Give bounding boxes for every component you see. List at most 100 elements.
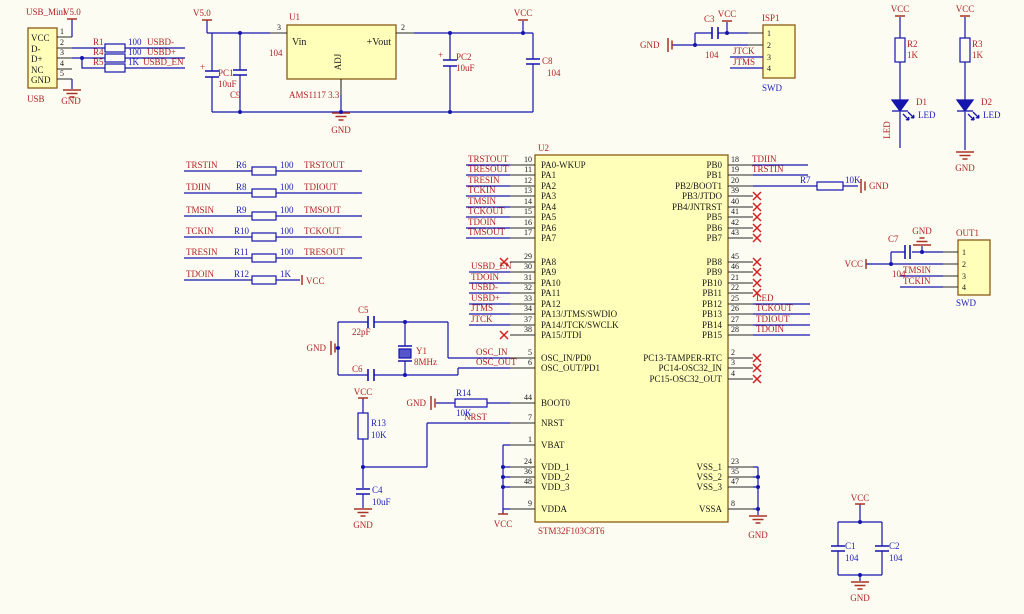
- net-label-usbd-minus: USBD-: [147, 37, 174, 47]
- pin-number: 11: [524, 165, 532, 174]
- resistor-r4-body[interactable]: [104, 53, 126, 63]
- u2-left-pin-stubs: [510, 164, 535, 510]
- cap-c5-plates[interactable]: [367, 316, 375, 328]
- cap-c7-plates[interactable]: [904, 245, 911, 259]
- pin-name: PB10: [702, 278, 723, 288]
- isp1-connector-body[interactable]: [762, 24, 796, 79]
- usb-connector-body[interactable]: [27, 27, 58, 89]
- net-label: USBD+: [471, 293, 500, 303]
- refdes-c8: C8: [542, 56, 553, 66]
- pin-number: 13: [524, 186, 532, 195]
- isp1-pin-number: 2: [767, 41, 771, 50]
- resistor-r9-body[interactable]: [251, 211, 277, 221]
- refdes-c2: C2: [889, 541, 900, 551]
- isp1-refdes: ISP1: [762, 13, 780, 23]
- usb-part-name: USB_Mini: [26, 7, 66, 17]
- pc2-plus: +: [438, 50, 443, 60]
- pin-number: 2: [731, 348, 735, 357]
- pin-number: 41: [731, 207, 739, 216]
- cap-pc1-plates[interactable]: [205, 70, 219, 78]
- value-r14: 10K: [456, 408, 472, 418]
- isp1-pin-number: 1: [767, 29, 771, 38]
- refdes-c9: C9: [230, 90, 241, 100]
- resistor-r14-body[interactable]: [454, 398, 488, 408]
- refdes-pc2: PC2: [456, 52, 472, 62]
- net-label-jtck: JTCK: [733, 46, 755, 56]
- value-r1: 100: [128, 37, 142, 47]
- net-label-jtms: JTMS: [733, 57, 755, 67]
- pin-number: 21: [731, 273, 739, 282]
- resistor-r6-body[interactable]: [251, 166, 277, 176]
- net-label: JTMS: [471, 303, 493, 313]
- cap-c8-plates[interactable]: [526, 58, 540, 65]
- pin-name: PB11: [702, 288, 722, 298]
- cap-c1-plates[interactable]: [831, 545, 845, 552]
- cap-c9-plates[interactable]: [233, 69, 247, 76]
- resistor-r11-body[interactable]: [251, 253, 277, 263]
- pin-name: PA5: [541, 212, 557, 222]
- net-label: TMSIN: [186, 205, 215, 215]
- resistor-r3-body[interactable]: [959, 37, 971, 63]
- power-label-vcc: VCC: [514, 8, 533, 18]
- pc1-plus: +: [200, 62, 205, 72]
- cap-c3-plates[interactable]: [711, 27, 719, 39]
- pin-name: VDD_3: [541, 482, 570, 492]
- pin-number: 26: [731, 304, 739, 313]
- pin-name: PA10: [541, 278, 561, 288]
- out1-connector-body[interactable]: [957, 239, 991, 296]
- net-label: TRSTIN: [186, 160, 218, 170]
- reset-section: [353, 397, 373, 517]
- out1-refdes: OUT1: [956, 228, 979, 238]
- pin-name: PA0-WKUP: [541, 160, 586, 170]
- out1-wires: [866, 246, 943, 288]
- refdes-r10: R10: [234, 226, 250, 236]
- net-label: TCKOUT: [468, 206, 505, 216]
- pin-name: OSC_IN/PD0: [541, 353, 592, 363]
- pin-number: 10: [524, 155, 532, 164]
- pin-number: 7: [528, 413, 532, 422]
- value: 100: [280, 247, 294, 257]
- cap-pc2-plates[interactable]: [443, 59, 457, 67]
- pin-name: PA7: [541, 233, 557, 243]
- resistor-r7-body[interactable]: [816, 181, 844, 191]
- net-label: TDOIN: [468, 217, 496, 227]
- net-label: TRESOUT: [468, 164, 509, 174]
- refdes-r14: R14: [456, 388, 472, 398]
- resistor-r8-body[interactable]: [251, 188, 277, 198]
- isp1-pin-stubs: [748, 32, 763, 69]
- refdes-c1: C1: [845, 541, 856, 551]
- net-label-usbd-plus: USBD+: [147, 47, 176, 57]
- cap-c6-plates[interactable]: [367, 369, 375, 381]
- resistor-r1-body[interactable]: [104, 43, 126, 53]
- net-label: TCKOUT: [756, 303, 793, 313]
- pin-name: VSS_3: [696, 482, 722, 492]
- resistor-r13-body[interactable]: [357, 412, 369, 440]
- net-label: TDIIN: [186, 182, 211, 192]
- net-label-v5: V5.0: [193, 8, 211, 18]
- pin-name: PB5: [706, 212, 722, 222]
- led-wires: [899, 17, 966, 150]
- net-label: TCKIN: [903, 276, 931, 286]
- pin-number: 24: [524, 457, 532, 466]
- resistor-r10-body[interactable]: [251, 232, 277, 242]
- resistor-r5-body[interactable]: [104, 63, 126, 73]
- value: 100: [280, 182, 294, 192]
- pin-number: 20: [731, 176, 739, 185]
- pin-number: 47: [731, 477, 739, 486]
- pin-name: PA15/JTDI: [541, 330, 582, 340]
- pin-name: NRST: [541, 418, 565, 428]
- mcu-u2-body[interactable]: [534, 154, 729, 523]
- resistor-r12-body[interactable]: [251, 275, 277, 285]
- pin-name: VDD_2: [541, 472, 570, 482]
- pin-number: 1: [528, 435, 532, 444]
- crystal-plates: [398, 345, 412, 362]
- cap-c4-plates[interactable]: [356, 488, 370, 495]
- resistor-r2-body[interactable]: [894, 37, 906, 63]
- net-label: TDIIN: [752, 154, 777, 164]
- crystal-y1-body[interactable]: [398, 348, 412, 359]
- regulator-u1-body[interactable]: [286, 24, 397, 80]
- pin-number: 5: [528, 348, 532, 357]
- cap-c2-plates[interactable]: [875, 545, 889, 552]
- value-r13: 10K: [371, 430, 387, 440]
